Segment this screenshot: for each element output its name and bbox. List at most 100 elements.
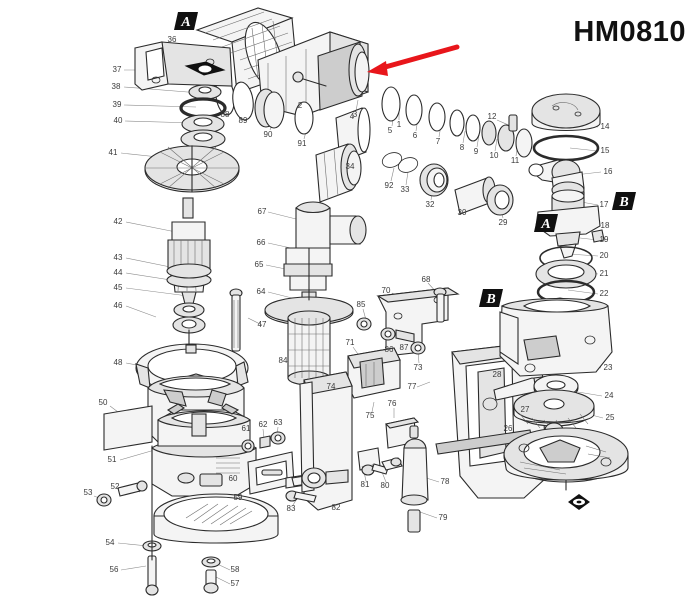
cylinder-sleeve-34	[315, 143, 362, 203]
part-number-label: 91	[297, 139, 307, 148]
part-number-label: 6	[412, 131, 418, 140]
part-number-label: 52	[110, 482, 120, 491]
clamp-and-fan-group	[134, 41, 240, 193]
gear-housing-group	[96, 403, 321, 596]
part-number-label: 86	[384, 345, 394, 354]
section-marker-letter: B	[485, 292, 495, 307]
small-parts-85-87	[356, 317, 426, 355]
part-number-label: 60	[228, 474, 238, 483]
part-number-label: 9	[473, 147, 479, 156]
part-number-label: 24	[604, 391, 614, 400]
bolt-68	[433, 287, 447, 323]
motor-body-82	[299, 371, 353, 511]
part-number-label: 34	[345, 162, 355, 171]
section-marker-a: A	[174, 12, 198, 30]
part-number-label: 29	[498, 218, 508, 227]
section-marker-b: B	[612, 192, 636, 210]
part-number-label: 50	[98, 398, 108, 407]
fan-41	[144, 145, 240, 193]
part-number-label: 58	[230, 565, 240, 574]
fasteners-bottom	[142, 445, 221, 596]
part-number-label: 23	[603, 363, 613, 372]
part-number-label: 62	[258, 420, 268, 429]
part-number-label: 14	[600, 122, 610, 131]
part-number-label: 56	[109, 565, 119, 574]
part-number-label: 46	[113, 301, 123, 310]
section-marker-letter: A	[180, 15, 190, 30]
part-number-label: 11	[510, 156, 520, 165]
base-ring-59	[153, 493, 279, 544]
part-number-label: 28	[492, 370, 502, 379]
part-number-label: 83	[286, 504, 296, 513]
part-number-label: 27	[520, 405, 530, 414]
washer-stack	[179, 61, 227, 149]
part-number-label: 32	[425, 200, 435, 209]
part-number-label: 19	[599, 235, 609, 244]
part-number-label: 65	[254, 260, 264, 269]
part-number-label: 71	[345, 338, 355, 347]
screw-47	[229, 288, 243, 352]
part-number-label: 75	[365, 411, 375, 420]
part-number-label: 30	[457, 208, 467, 217]
section-marker-letter: A	[540, 217, 550, 232]
grease-tube-78	[400, 425, 429, 533]
part-number-label: 4	[349, 112, 355, 121]
arrow-annotation	[367, 44, 460, 76]
part-number-label: 41	[108, 148, 118, 157]
part-number-label: 54	[105, 538, 115, 547]
part-number-label: 39	[112, 100, 122, 109]
screw-52-53	[96, 480, 148, 507]
part-number-label: 10	[489, 151, 499, 160]
part-number-label: 87	[399, 343, 409, 352]
part-number-label: 51	[107, 455, 117, 464]
part-number-label: 37	[112, 65, 122, 74]
part-number-label: 85	[356, 300, 366, 309]
part-number-label: 43	[113, 253, 123, 262]
part-number-label: 64	[256, 287, 266, 296]
part-number-label: 12	[487, 112, 497, 121]
page-title: HM0810	[573, 16, 686, 48]
part-number-label: 22	[599, 289, 609, 298]
part-number-label: 92	[384, 181, 394, 190]
part-number-label: 15	[600, 146, 610, 155]
part-number-label: 74	[326, 382, 336, 391]
switch-block-71	[347, 347, 401, 399]
cap-14	[531, 93, 601, 132]
part-number-label: 89	[238, 116, 248, 125]
part-number-label: 70	[381, 286, 391, 295]
part-number-label: 8	[459, 143, 465, 152]
section-marker-b: B	[479, 289, 503, 307]
part-number-label: 59	[233, 493, 243, 502]
part-number-label: 38	[111, 82, 121, 91]
barrel-assembly-group	[195, 7, 533, 216]
part-number-label: 76	[387, 399, 397, 408]
part-number-label: 44	[113, 268, 123, 277]
part-number-label: 66	[256, 238, 266, 247]
part-number-label: 45	[113, 283, 123, 292]
part-number-label: 26	[503, 424, 513, 433]
part-number-label: 73	[413, 363, 423, 372]
bevel-gear-25	[513, 389, 595, 431]
part-number-label: 53	[83, 488, 93, 497]
part-number-label: 25	[605, 413, 615, 422]
part-number-label: 17	[599, 200, 609, 209]
part-number-label: 84	[278, 356, 288, 365]
part-number-label: 63	[273, 418, 283, 427]
part-number-label: 16	[603, 167, 613, 176]
part-number-label: 77	[407, 382, 417, 391]
part-number-label: 78	[440, 477, 450, 486]
part-number-label: 68	[421, 275, 431, 284]
base-plate-26	[503, 427, 629, 483]
part-number-label: 18	[600, 221, 610, 230]
part-number-label: 2	[297, 101, 303, 110]
part-number-label: 82	[331, 503, 341, 512]
part-number-label: 7	[435, 137, 441, 146]
part-number-label: 90	[263, 130, 273, 139]
part-number-label: 47	[257, 320, 267, 329]
part-number-label: 1	[396, 120, 402, 129]
part-number-label: 42	[113, 217, 123, 226]
part-number-label: 21	[599, 269, 609, 278]
center-column-group	[264, 201, 367, 386]
misc-small	[285, 417, 420, 503]
